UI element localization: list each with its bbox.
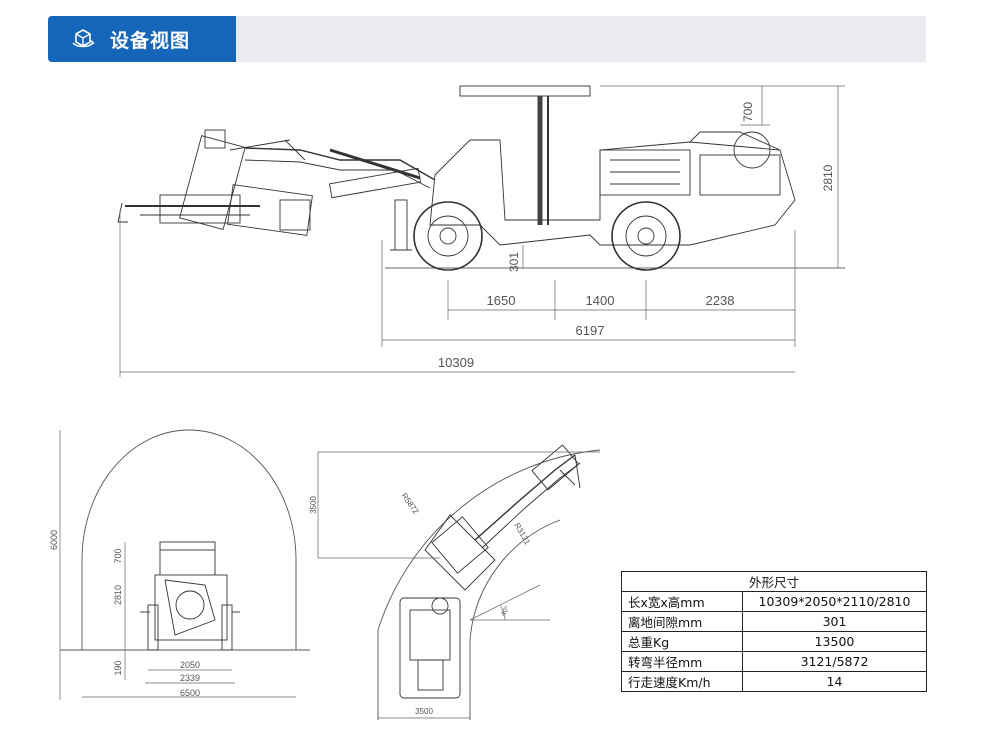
spec-label: 长x宽x高mm	[621, 591, 743, 612]
table-row: 长x宽x高mm 10309*2050*2110/2810	[621, 591, 927, 612]
side-view-dimensions	[119, 85, 845, 377]
dim-total-length: 10309	[438, 355, 474, 370]
dim-rear-overhang: 2238	[706, 293, 735, 308]
dim-track-width: 2050	[180, 660, 200, 670]
table-row: 离地间隙mm 301	[621, 611, 927, 632]
dim-front-clearance: 190	[113, 660, 123, 675]
spec-label: 离地间隙mm	[621, 611, 743, 632]
spec-label: 转弯半径mm	[621, 651, 743, 672]
spec-value: 3121/5872	[742, 651, 927, 672]
side-view	[117, 85, 845, 271]
dim-body-width: 2339	[180, 673, 200, 683]
dim-tunnel-width: 6500	[180, 688, 200, 698]
table-row: 总重Kg 13500	[621, 631, 927, 652]
dim-body-length: 6197	[576, 323, 605, 338]
table-row: 行走速度Km/h 14	[621, 671, 927, 692]
spec-value: 10309*2050*2110/2810	[742, 591, 927, 612]
spec-label: 总重Kg	[621, 631, 743, 652]
page-title: 设备视图	[110, 29, 191, 52]
dim-ground-clearance: 301	[507, 252, 521, 272]
spec-value: 13500	[742, 631, 927, 652]
dim-height-top: 700	[741, 102, 755, 122]
dim-radius-outer: R5872	[400, 491, 421, 516]
dim-radius-inner: R3121	[512, 521, 532, 546]
dim-front-height-top: 700	[113, 548, 123, 563]
spec-value: 14	[742, 671, 927, 692]
dim-wheel-front: 1650	[487, 293, 516, 308]
dim-turn-width: 3500	[415, 707, 433, 716]
header-tab: 设备视图	[48, 16, 236, 62]
specs-header-row: 外形尺寸	[621, 571, 927, 592]
cube-rotate-icon	[72, 29, 95, 48]
dim-turn-height: 3500	[309, 496, 318, 514]
spec-value: 301	[742, 611, 927, 632]
turning-view	[377, 444, 601, 720]
dim-front-height-body: 2810	[113, 585, 123, 605]
turning-view-dimensions	[317, 451, 600, 719]
front-view-dimensions	[59, 430, 296, 700]
specs-table: 外形尺寸 长x宽x高mm 10309*2050*2110/2810 离地间隙mm…	[621, 571, 927, 692]
dim-tunnel-height: 6000	[49, 530, 59, 550]
spec-label: 行走速度Km/h	[621, 671, 743, 692]
dim-height-total: 2810	[821, 164, 835, 191]
table-row: 转弯半径mm 3121/5872	[621, 651, 927, 672]
dim-wheelbase: 1400	[586, 293, 615, 308]
front-view	[60, 429, 310, 651]
specs-title: 外形尺寸	[621, 571, 927, 592]
